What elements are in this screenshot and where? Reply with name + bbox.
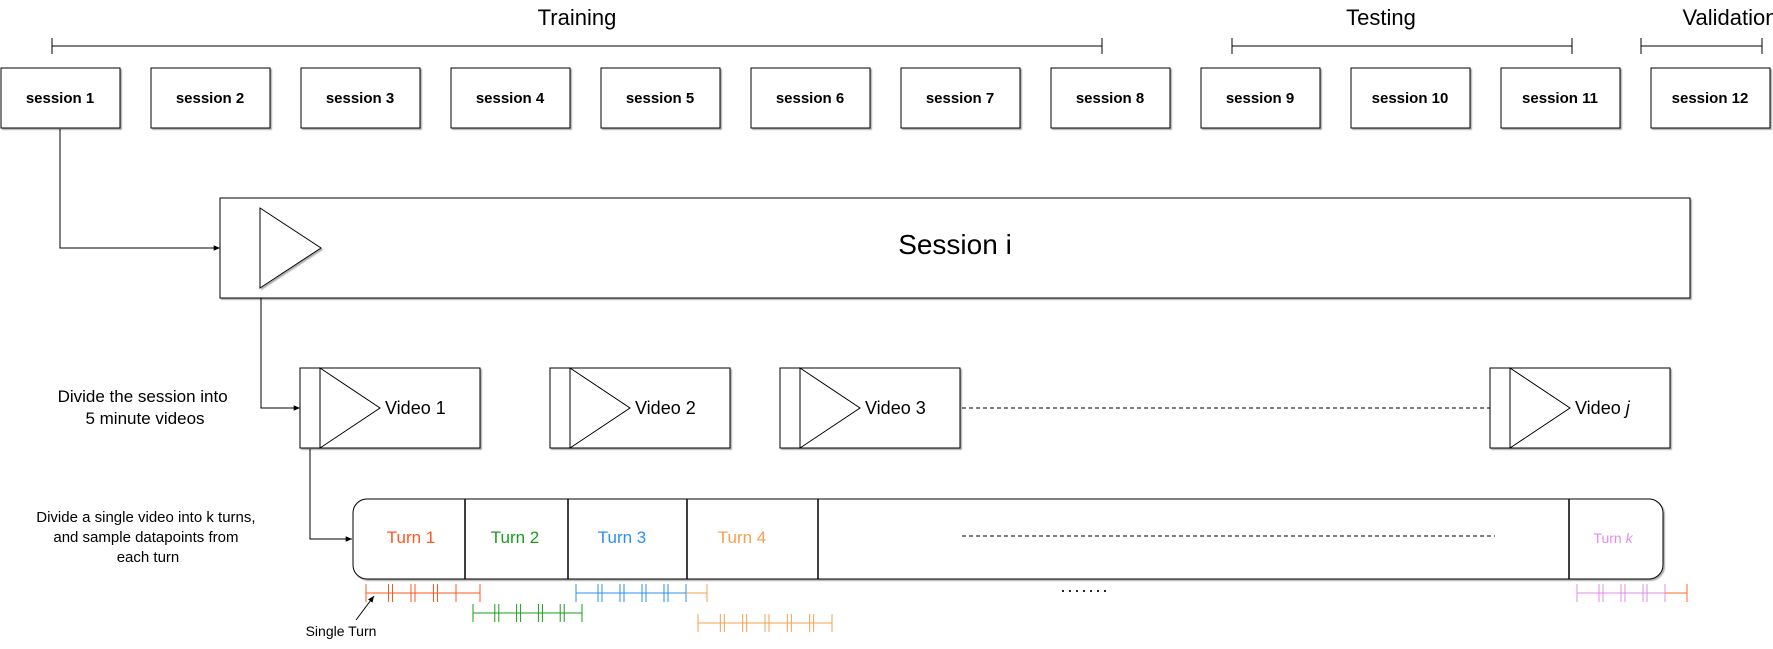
turn4-ticks	[697, 614, 833, 632]
testing-label: Testing	[1346, 5, 1416, 30]
training-label: Training	[538, 5, 617, 30]
testing-bracket	[1231, 38, 1573, 54]
session-label: session 8	[1076, 90, 1144, 107]
turn-label-4: Turn 4	[718, 528, 767, 547]
session-box-10: session 10	[1350, 67, 1471, 129]
session-i-to-video1-arrow	[260, 298, 300, 411]
sample-ticks	[365, 584, 1688, 632]
session-box-2: session 2	[150, 67, 271, 129]
session-box-9: session 9	[1200, 67, 1321, 129]
session-box-1: session 1	[0, 67, 121, 129]
session-label: session 1	[26, 90, 94, 107]
session-i-play-icon	[259, 207, 322, 289]
turn-label-1: Turn 1	[387, 528, 436, 547]
divide-session-note: Divide the session into 5 minute videos	[58, 387, 233, 428]
session-i-box	[219, 197, 1691, 299]
video-label: Video 2	[635, 398, 696, 418]
session-box-11: session 11	[1500, 67, 1621, 129]
video-box-3: Video 3	[779, 367, 961, 449]
video-play-icon	[319, 367, 381, 449]
session-label: session 6	[776, 90, 844, 107]
turn2-ticks	[472, 604, 583, 622]
session-label: session 4	[476, 90, 545, 107]
session-box-12: session 12	[1650, 67, 1771, 129]
session-label: session 2	[176, 90, 244, 107]
turn-label-5: Turn k	[1593, 530, 1633, 546]
turn1-ticks	[365, 584, 481, 602]
video-play-icon	[569, 367, 631, 449]
video-label: Video j	[1575, 398, 1631, 418]
video-play-icon	[1509, 367, 1571, 449]
session-label: session 9	[1226, 90, 1294, 107]
video-label: Video 3	[865, 398, 926, 418]
session-box-8: session 8	[1050, 67, 1171, 129]
video-play-icon	[799, 367, 861, 449]
ellipsis: ·······	[1060, 580, 1109, 600]
video-label: Video 1	[385, 398, 446, 418]
divide-video-note: Divide a single video into k turns, and …	[36, 509, 259, 566]
session-label: session 12	[1672, 90, 1749, 107]
session-label: session 10	[1372, 90, 1449, 107]
session-label: session 3	[326, 90, 394, 107]
session-box-7: session 7	[900, 67, 1021, 129]
turn3-ticks	[575, 584, 708, 602]
training-bracket	[51, 38, 1103, 54]
video-box-2: Video 2	[549, 367, 731, 449]
turnk-ticks	[1576, 584, 1688, 602]
turn-label-3: Turn 3	[598, 528, 647, 547]
video1-to-turns-arrow	[309, 449, 352, 542]
single-turn-label: Single Turn	[306, 623, 377, 639]
video-box-1: Video 1	[299, 367, 481, 449]
session-box-5: session 5	[600, 67, 721, 129]
validation-label: Validation	[1683, 5, 1773, 30]
session1-to-session-i-arrow	[59, 129, 220, 251]
session-label: session 11	[1522, 90, 1598, 107]
session-box-3: session 3	[300, 67, 421, 129]
validation-bracket	[1640, 38, 1763, 54]
turns-bar	[352, 498, 1664, 580]
session-label: session 5	[626, 90, 694, 107]
session-box-6: session 6	[750, 67, 871, 129]
video-box-4: Video j	[1489, 367, 1671, 449]
turn-label-2: Turn 2	[491, 528, 540, 547]
session-i-label: Session i	[898, 229, 1012, 260]
turn-dividers	[464, 499, 1570, 579]
session-label: session 7	[926, 90, 994, 107]
session-box-4: session 4	[450, 67, 571, 129]
single-turn-arrow	[355, 595, 375, 621]
